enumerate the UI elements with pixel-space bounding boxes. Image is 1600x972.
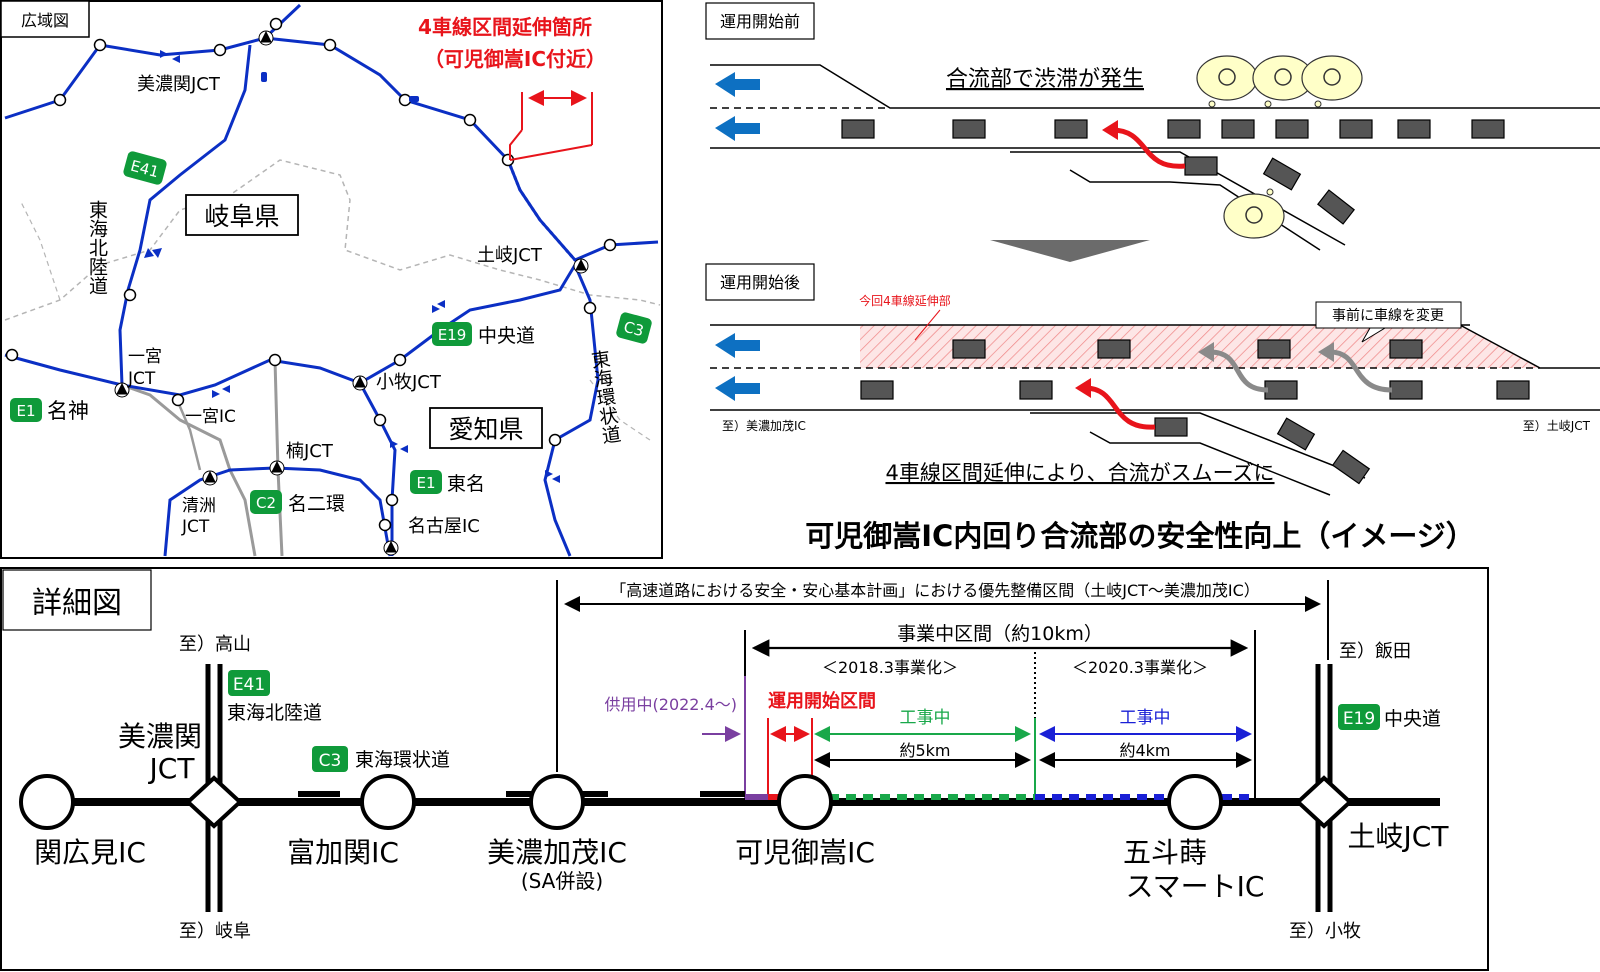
distance2-label: 約4km <box>1119 741 1170 760</box>
svg-text:C3: C3 <box>622 318 646 341</box>
extension-note-line1: 4車線区間延伸箇所 <box>418 15 592 39</box>
detail-shield-c3: C3 <box>312 746 348 772</box>
detail-shield-c3-name: 東海環状道 <box>355 749 450 771</box>
right-destination: 至）土岐JCT <box>1523 419 1591 433</box>
label-ichinomiya-jct-2: JCT <box>127 369 156 389</box>
ic-kanimitake: 可児御嵩IC <box>735 836 875 869</box>
label-kusu-jct: 楠JCT <box>286 441 334 462</box>
image-title: 可児御嵩IC内回り合流部の安全性向上（イメージ） <box>805 519 1475 553</box>
after-caption: 4車線区間延伸により、合流がスムーズに <box>885 461 1274 485</box>
left-destination: 至）美濃加茂IC <box>722 419 806 433</box>
label-komaki-jct: 小牧JCT <box>376 372 442 393</box>
detail-diagram: 詳細図 「高速道路における安全・安心基本計画」における優先整備区間（土岐JCT～… <box>0 567 1489 971</box>
detail-shield-e19: E19 <box>1338 704 1380 730</box>
project-section-label: 事業中区間（約10km） <box>897 623 1103 645</box>
shield-c2-name: 名二環 <box>288 493 345 515</box>
label-kiyosu-jct-2: JCT <box>181 517 210 537</box>
ic-gotoki-1: 五斗蒔 <box>1123 836 1207 869</box>
construction1-label: 工事中 <box>900 708 951 728</box>
jct-toki: 土岐JCT <box>1348 820 1450 853</box>
extension-note-line2: （可児御嵩IC付近） <box>424 47 606 71</box>
svg-text:C3: C3 <box>319 751 342 771</box>
overview-map: 4車線区間延伸箇所 （可児御嵩IC付近） 広域図 岐阜県 愛知県 美濃関JCT … <box>0 0 663 559</box>
before-caption: 合流部で渋滞が発生 <box>946 67 1144 92</box>
label-tokai-hokuriku: 東海北陸道 <box>86 200 108 295</box>
shield-e1-meishin: E1 <box>10 398 42 422</box>
shield-e19-name: 中央道 <box>478 325 535 347</box>
direction-iida: 至）飯田 <box>1339 641 1411 662</box>
phase2-label: ＜2020.3事業化＞ <box>1072 658 1208 677</box>
jct-minoseki-2: JCT <box>148 752 196 785</box>
detail-shield-e41-name: 東海北陸道 <box>227 702 322 724</box>
shield-c3: C3 <box>616 312 652 344</box>
in-service-label: 供用中(2022.4～) <box>605 695 737 714</box>
svg-text:E1: E1 <box>416 474 435 492</box>
shield-e19: E19 <box>432 322 472 346</box>
ic-sekihirami: 関広見IC <box>34 836 146 869</box>
phase1-label: ＜2018.3事業化＞ <box>822 658 958 677</box>
svg-text:E41: E41 <box>233 675 265 695</box>
distance1-label: 約5km <box>899 741 950 760</box>
after-diagram: 運用開始後 今回4車線延伸部 事前に車線 <box>705 263 1600 496</box>
label-kiyosu-jct-1: 清洲 <box>182 496 216 516</box>
label-nagoya-ic: 名古屋IC <box>408 516 480 537</box>
shield-e1-tomei-name: 東名 <box>447 473 485 495</box>
priority-section-label: 「高速道路における安全・安心基本計画」における優先整備区間（土岐JCT～美濃加茂… <box>610 581 1260 600</box>
ic-minokamo: 美濃加茂IC <box>487 836 627 869</box>
before-diagram: 運用開始前 合流部で渋滞が発生 <box>705 2 1600 262</box>
shield-e1-tomei: E1 <box>410 470 442 494</box>
svg-text:E1: E1 <box>16 402 35 420</box>
shield-e1-meishin-name: 名神 <box>47 399 89 423</box>
after-panel-label: 運用開始後 <box>720 273 800 292</box>
shield-e41: E41 <box>123 151 167 185</box>
label-minoseki-jct: 美濃関JCT <box>137 74 221 95</box>
direction-komaki: 至）小牧 <box>1289 921 1361 942</box>
ic-gotoki-2: スマートIC <box>1126 870 1265 903</box>
label-ichinomiya-jct-1: 一宮 <box>128 347 162 367</box>
before-panel-label: 運用開始前 <box>720 12 800 31</box>
detail-shield-e41: E41 <box>228 670 270 696</box>
svg-text:C2: C2 <box>256 494 276 512</box>
overview-panel-label: 広域図 <box>21 11 69 30</box>
direction-gifu: 至）岐阜 <box>179 921 251 942</box>
svg-text:E19: E19 <box>438 326 467 344</box>
label-ichinomiya-ic: 一宮IC <box>185 407 236 427</box>
ic-minokamo-note: (SA併設) <box>521 869 603 893</box>
label-toki-jct: 土岐JCT <box>477 245 543 266</box>
detail-shield-e19-name: 中央道 <box>1384 708 1441 730</box>
jct-minoseki-1: 美濃関 <box>118 720 202 753</box>
operation-start-label: 運用開始区間 <box>768 690 876 712</box>
prefecture-gifu: 岐阜県 <box>204 202 279 231</box>
lane-change-label: 事前に車線を変更 <box>1332 307 1444 324</box>
prefecture-aichi: 愛知県 <box>448 415 523 444</box>
extension-section-label: 今回4車線延伸部 <box>859 293 951 308</box>
direction-takayama: 至）高山 <box>179 634 251 655</box>
construction2-label: 工事中 <box>1120 708 1171 728</box>
svg-text:E19: E19 <box>1343 709 1375 729</box>
detail-panel-label: 詳細図 <box>32 586 122 621</box>
shield-c2: C2 <box>250 490 282 514</box>
ic-tomikaseki: 富加関IC <box>287 836 399 869</box>
